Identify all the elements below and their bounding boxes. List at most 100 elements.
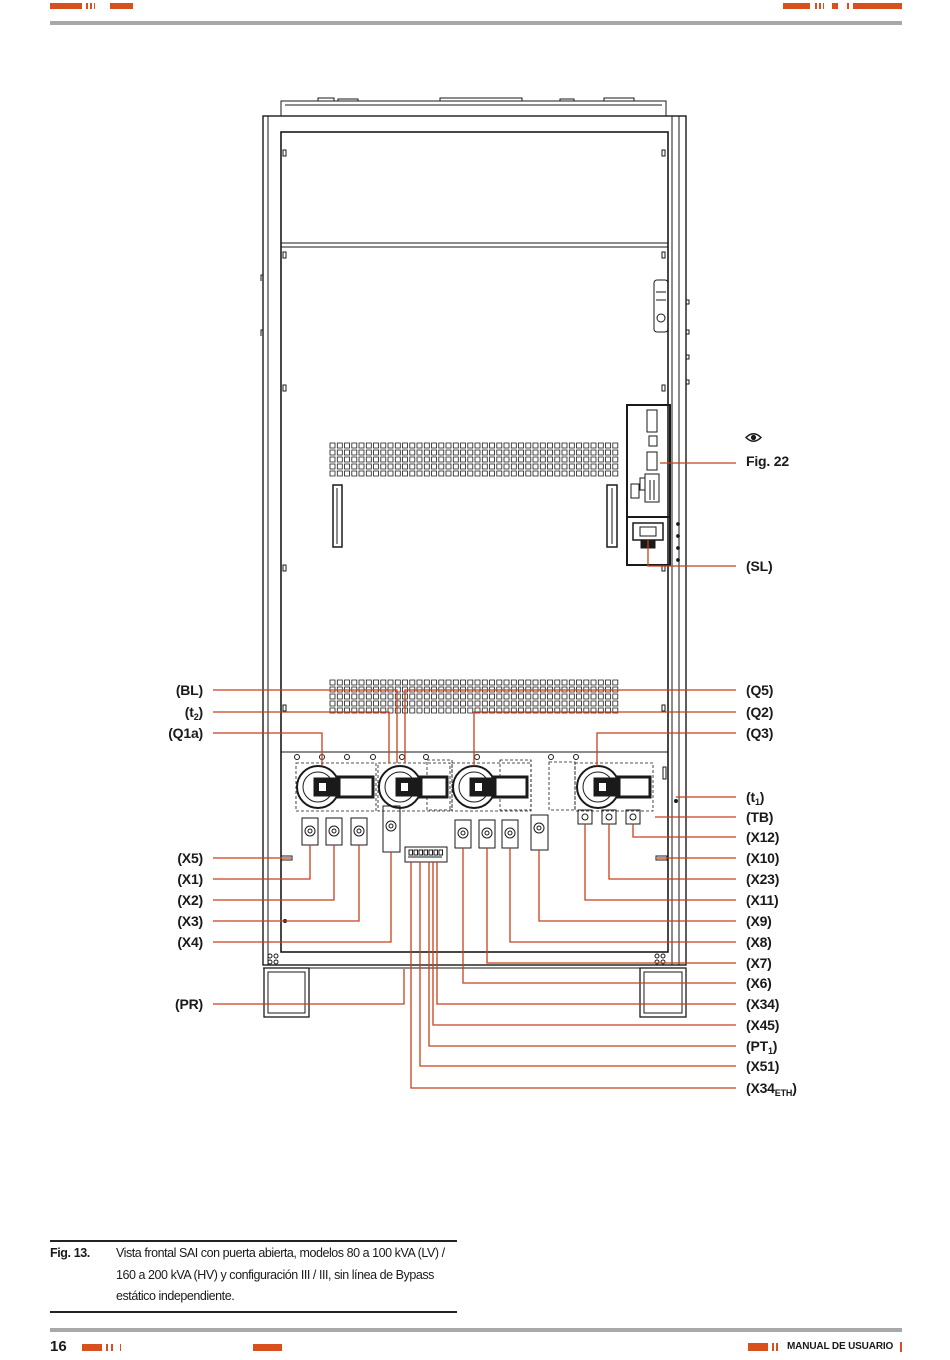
callout-x12: (X12) <box>746 829 780 845</box>
callout-q3: (Q3) <box>746 725 774 741</box>
callout-q1a: (Q1a) <box>168 725 203 741</box>
callout-t2: (t2) <box>184 704 204 722</box>
switch-knob <box>395 777 423 797</box>
terminal-x2 <box>325 817 343 846</box>
terminal-screw <box>457 827 469 839</box>
callout-tb: (TB) <box>746 809 774 825</box>
door-lock-lines <box>656 291 666 301</box>
callout-x34eth-close: ) <box>792 1080 797 1096</box>
callout-x34eth: (X34ETH) <box>746 1080 797 1098</box>
footer-tick-mark <box>120 1344 121 1351</box>
left-foot-inner <box>267 971 306 1014</box>
screw <box>573 754 579 760</box>
leader-line-x1 <box>213 845 311 880</box>
footer-accent-block <box>253 1344 282 1351</box>
terminal-body <box>501 819 519 849</box>
figure-caption-label: Fig. 13. <box>50 1246 90 1260</box>
terminal-screw <box>328 825 340 837</box>
leader-line-x45 <box>432 862 736 1026</box>
footer-tick-mark <box>106 1344 108 1351</box>
leader-line-q3 <box>596 732 736 766</box>
callout-x11: (X11) <box>746 892 779 908</box>
callout-x2: (X2) <box>177 892 203 908</box>
terminal-screw <box>605 813 613 821</box>
rotary-switch-2 <box>378 765 449 809</box>
callout-x45: (X45) <box>746 1017 780 1033</box>
screw <box>660 953 666 959</box>
eye-icon <box>745 433 762 442</box>
switch-plate <box>548 761 576 811</box>
vertical-slots <box>332 484 618 548</box>
header-tick-mark <box>86 3 88 9</box>
leader-line-x11 <box>584 824 736 901</box>
terminal-x6 <box>454 819 472 849</box>
cabinet-body <box>260 97 690 966</box>
callout-t2-subscript: 2 <box>193 712 199 722</box>
screw <box>294 754 300 760</box>
footer-accent-block <box>82 1344 102 1351</box>
right-foot <box>639 967 687 1018</box>
leader-line-x34eth <box>410 862 736 1089</box>
terminal-x23 <box>601 809 617 825</box>
terminal-body <box>325 817 343 846</box>
leader-line-x2 <box>213 845 335 901</box>
lower-vent-grille <box>329 679 619 714</box>
terminal-screw-center <box>460 830 466 836</box>
terminal-x11 <box>577 809 593 825</box>
switch-indicator <box>599 783 606 791</box>
left-foot <box>263 967 310 1018</box>
eye-icon-outline <box>745 433 762 442</box>
callout-bl: (BL) <box>175 682 203 698</box>
terminal-screw-center <box>356 828 362 834</box>
switch-plate <box>574 762 654 812</box>
leader-line-x51 <box>419 862 736 1067</box>
control-module-connectors <box>630 409 660 503</box>
cabinet-base <box>263 953 687 1018</box>
header-tick-mark <box>819 3 821 9</box>
screw <box>654 959 660 965</box>
door-lock <box>653 279 669 333</box>
door-lock-cylinder <box>656 313 666 323</box>
terminal-body <box>301 817 319 846</box>
screw <box>344 754 350 760</box>
header-tick-mark <box>823 3 824 9</box>
footer-rule <box>50 1328 902 1332</box>
panel-divider <box>281 242 668 248</box>
callout-x10: (X10) <box>746 850 780 866</box>
leader-line-x23 <box>608 824 736 880</box>
terminal-x9 <box>530 814 549 851</box>
terminal-screw <box>481 827 493 839</box>
callout-x34: (X34) <box>746 996 780 1012</box>
rotary-switch-q2 <box>452 765 529 809</box>
terminal-body <box>601 809 617 825</box>
connector-strip-body <box>404 846 448 863</box>
terminal-body <box>625 809 641 825</box>
caption-bottom-rule <box>50 1311 457 1313</box>
footer-tick-mark <box>772 1343 774 1351</box>
upper-vent-grille <box>329 442 619 477</box>
leader-line-bl <box>213 689 398 763</box>
leader-line-x34 <box>436 862 736 1005</box>
screw <box>423 754 429 760</box>
callout-x34eth-subscript: ETH <box>774 1088 793 1098</box>
switch-knob <box>593 777 621 797</box>
cabinet-roof <box>280 100 667 116</box>
callout-t2-close: ) <box>198 704 204 720</box>
figure-caption-text: Vista frontal SAI con puerta abierta, mo… <box>116 1246 445 1303</box>
terminal-screw <box>629 813 637 821</box>
communication-connector-strip <box>404 846 448 863</box>
rotary-switch-q1a <box>296 765 375 809</box>
slot-inner-lines <box>336 488 613 544</box>
door-lock-body <box>653 279 669 333</box>
leader-line-x7 <box>486 848 736 964</box>
screw <box>370 754 376 760</box>
leader-line-q2 <box>473 711 736 766</box>
footer-manual-title: MANUAL DE USUARIO <box>787 1341 894 1352</box>
terminal-screw-center <box>484 830 490 836</box>
leader-line-pt1 <box>428 862 736 1047</box>
callout-t2-text: (t <box>184 704 194 720</box>
footer-accent-block <box>748 1343 768 1351</box>
footer-tick-mark <box>900 1342 902 1352</box>
terminal-x7 <box>478 819 496 849</box>
leader-line-q5 <box>404 689 736 763</box>
